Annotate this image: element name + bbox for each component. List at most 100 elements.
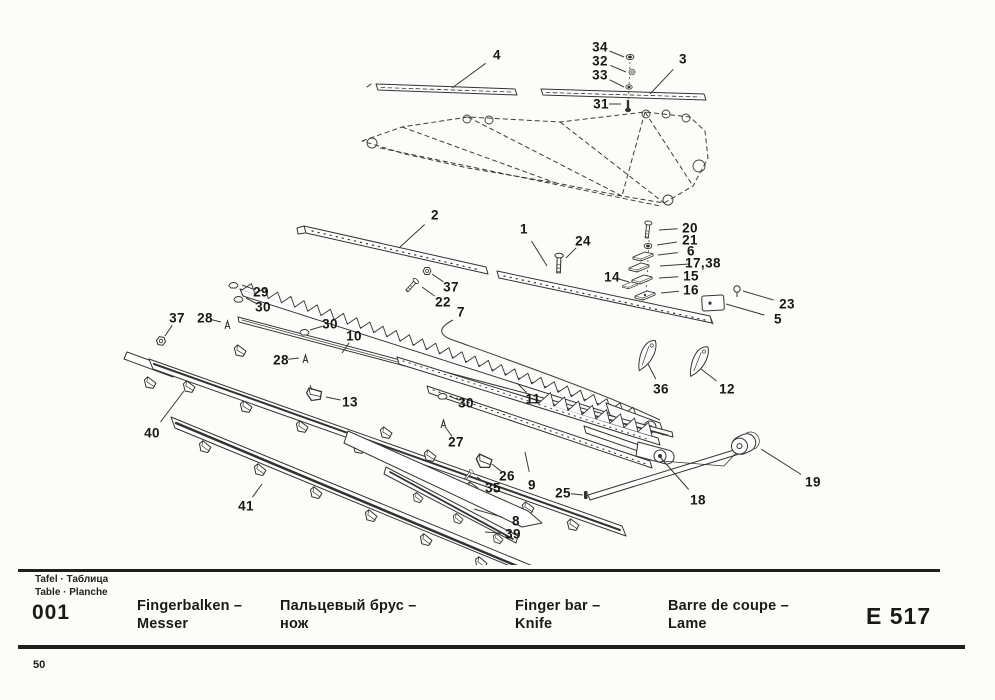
part-roller-19: [730, 431, 760, 455]
part-callout-19: 19: [805, 474, 821, 490]
part-callout-27: 27: [448, 434, 464, 450]
nut-37: [422, 267, 432, 275]
leader-line: [742, 290, 774, 301]
part-callout-37: 37: [443, 279, 459, 295]
part-callout-6: 6: [687, 243, 695, 259]
title-german: Fingerbalken – Messer: [137, 598, 242, 633]
model-code: E 517: [866, 603, 932, 629]
part-callout-29: 29: [253, 284, 269, 300]
leader-line: [341, 342, 350, 354]
title-russian: Пальцевый брус – нож: [280, 598, 417, 633]
title-german-line2: Messer: [137, 615, 189, 632]
leader-line: [657, 252, 678, 256]
leader-line: [649, 68, 674, 95]
part-callout-13: 13: [342, 394, 358, 410]
title-russian-line2: нож: [280, 615, 309, 632]
leader-line: [441, 319, 661, 421]
part-callout-14: 14: [604, 269, 620, 285]
title-french: Barre de coupe – Lame: [668, 598, 789, 633]
leader-line: [609, 50, 625, 58]
nut-37: [155, 335, 167, 347]
leader-line: [658, 228, 678, 231]
part-callout-21: 21: [682, 232, 698, 248]
washer-21: [643, 242, 653, 250]
title-german-line1: Fingerbalken –: [137, 598, 243, 614]
pin-28: [302, 354, 309, 364]
part-callout-39: 39: [505, 526, 521, 542]
leader-line: [565, 247, 577, 259]
leader-line: [448, 395, 460, 401]
part-callout-37: 37: [169, 310, 185, 326]
leader-line: [760, 448, 802, 475]
part-callout-12: 12: [719, 381, 735, 397]
part-callout-11: 11: [525, 391, 541, 407]
title-english-line2: Knife: [515, 615, 553, 632]
clip-plate-6: [632, 251, 654, 262]
leader-line: [241, 284, 254, 290]
part-knife-11: [396, 356, 661, 446]
leader-line: [516, 382, 527, 393]
part-callout-10: 10: [346, 328, 362, 344]
leader-line: [725, 303, 765, 316]
clip-29: [228, 282, 239, 289]
plate-17-38: [628, 262, 650, 273]
clip-30: [299, 329, 310, 336]
diagram-artwork: [123, 50, 802, 565]
bolt-24: [553, 252, 564, 274]
small-parts: [155, 53, 741, 481]
part-callout-20: 20: [682, 220, 698, 236]
leader-line: [658, 276, 679, 279]
part-callout-40: 40: [144, 425, 160, 441]
leader-line: [164, 324, 173, 337]
leader-line: [245, 297, 257, 304]
leader-line: [484, 531, 502, 534]
part-bar-9: [426, 385, 653, 469]
leader-lines: [160, 50, 802, 534]
title-french-line2: Lame: [668, 615, 707, 632]
leader-line: [251, 483, 263, 498]
part-guard-bar-40: [123, 343, 627, 537]
clip-30: [233, 296, 244, 303]
part-strip-3: [540, 88, 707, 101]
part-rail-39: [383, 466, 519, 546]
leader-line: [618, 278, 630, 283]
part-callout-25: 25: [555, 485, 571, 501]
leader-line: [659, 263, 690, 267]
bolt-31: [625, 100, 631, 113]
part-callout-30: 30: [255, 299, 271, 315]
part-callout-36: 36: [653, 381, 669, 397]
leader-line: [160, 390, 185, 423]
part-callout-30: 30: [322, 316, 338, 332]
plate-14: [622, 281, 638, 290]
part-callout-28: 28: [273, 352, 289, 368]
clamp-26: [474, 453, 494, 470]
leader-line: [530, 240, 548, 267]
bolt-20: [642, 220, 653, 239]
part-callout-30: 30: [458, 395, 474, 411]
part-callout-17-38: 17,38: [685, 255, 721, 271]
washer-33: [625, 84, 633, 90]
nut-32: [628, 68, 636, 76]
part-strip-4: [366, 83, 518, 96]
part-callout-8: 8: [512, 513, 520, 529]
leader-line: [398, 224, 426, 249]
part-callout-32: 32: [592, 53, 608, 69]
leader-line: [659, 456, 690, 490]
title-block-bottom-rule: [18, 645, 965, 649]
part-callout-9: 9: [528, 477, 536, 493]
leader-line: [476, 476, 487, 485]
part-bars: [123, 83, 760, 565]
leader-line: [656, 241, 677, 246]
part-callout-5: 5: [774, 311, 782, 327]
part-strip-8: [343, 425, 543, 528]
leader-line: [700, 368, 717, 382]
pin-27: [440, 419, 447, 429]
leader-line: [570, 493, 584, 496]
part-guard-bar-41: [170, 416, 532, 565]
leader-line: [524, 451, 530, 472]
part-callout-1: 1: [520, 221, 528, 237]
leader-line: [610, 64, 627, 73]
leader-line: [491, 463, 502, 472]
page-number: 50: [33, 659, 46, 671]
